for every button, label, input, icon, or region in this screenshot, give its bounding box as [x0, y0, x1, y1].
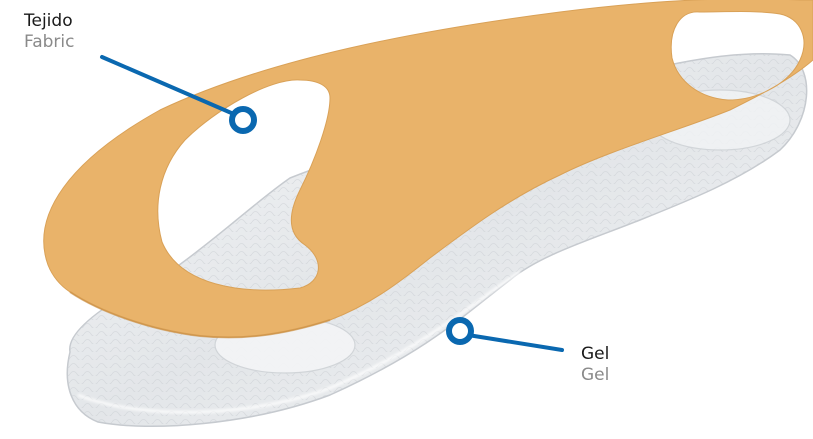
gel-leader-line: [468, 335, 562, 350]
gel-label-secondary: Gel: [581, 365, 609, 386]
fabric-marker: [232, 109, 254, 131]
fabric-label-secondary: Fabric: [24, 32, 75, 53]
gel-label: Gel Gel: [581, 344, 609, 386]
gel-callout: [449, 320, 562, 350]
fabric-label-primary: Tejido: [24, 11, 75, 32]
gel-marker: [449, 320, 471, 342]
gel-label-primary: Gel: [581, 344, 609, 365]
fabric-label: Tejido Fabric: [24, 11, 75, 53]
